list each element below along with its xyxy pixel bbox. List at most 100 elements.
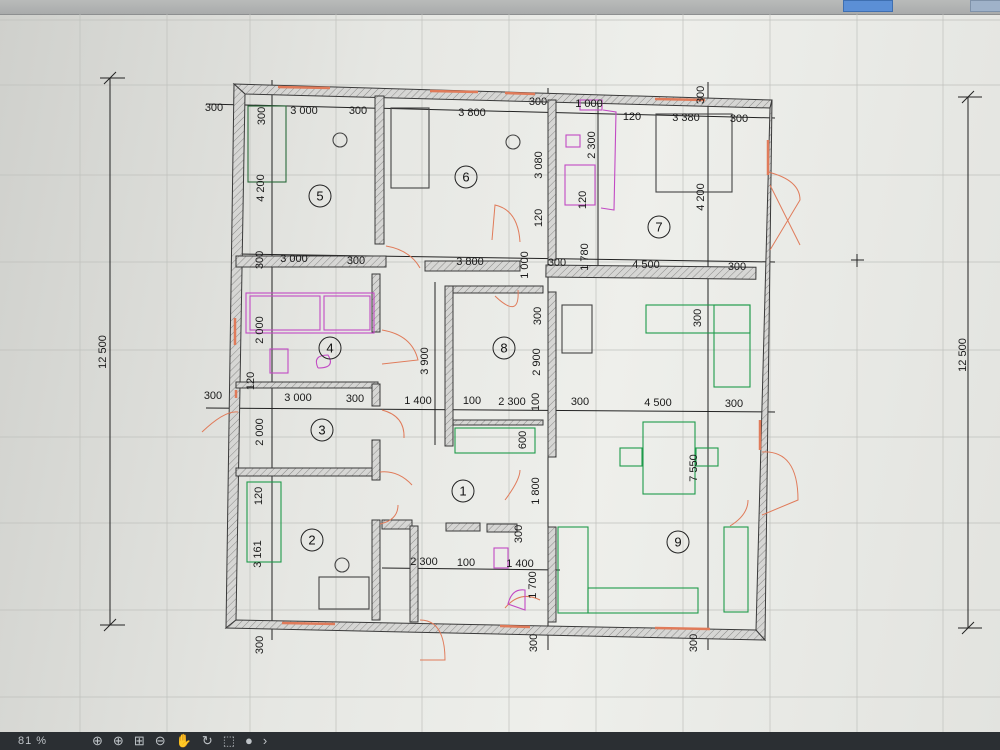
navigation-tools: ⊕ ⊕ ⊞ ⊖ ✋ ↻ ⬚ ● › — [92, 733, 277, 749]
dimension-label: 300 — [256, 107, 268, 125]
room-marker: 8 — [492, 336, 516, 360]
dimension-label: 300 — [205, 102, 223, 114]
dimension-label: 3 161 — [252, 540, 264, 568]
room-number: 3 — [318, 423, 325, 438]
room-number: 2 — [308, 533, 315, 548]
dimension-label: 300 — [725, 398, 743, 410]
dimension-label: 600 — [517, 431, 529, 449]
zoom-out-icon[interactable]: ⊖ — [154, 733, 166, 748]
zoom-window-icon[interactable]: ⊞ — [133, 733, 145, 748]
zoom-in-icon[interactable]: ⊕ — [112, 733, 124, 748]
overall-dimension-right: 12 500 — [957, 338, 969, 372]
dimension-label: 3 900 — [419, 347, 431, 375]
zoom-in-icon[interactable]: ⊕ — [92, 733, 103, 748]
dimension-label: 300 — [254, 251, 266, 269]
room-number-circle — [318, 336, 342, 360]
doors — [201, 171, 801, 661]
interior-walls — [235, 95, 757, 623]
dimension-label: 2 300 — [586, 131, 598, 159]
dimension-label: 300 — [254, 636, 266, 654]
dimension-label: 2 000 — [254, 316, 266, 344]
dimension-label: 300 — [529, 96, 547, 108]
application-top-bar — [0, 0, 1000, 15]
dimension-label: 1 400 — [506, 558, 534, 570]
dimension-label: 300 — [204, 390, 222, 402]
dimension-label: 2 300 — [410, 556, 438, 568]
dimension-label: 300 — [692, 309, 704, 327]
dimension-label: 120 — [533, 209, 545, 227]
dimension-label: 120 — [253, 487, 265, 505]
floor-plan-drawing[interactable]: 1 2 3 4 5 6 7 8 9 300 3 000 300 3 800 300 1 000 120 3 3… — [0, 14, 1000, 732]
dimension-label: 300 — [349, 105, 367, 117]
dimension-label: 3 000 — [284, 392, 312, 404]
dimension-label: 300 — [528, 634, 540, 652]
plumbing-fixtures — [245, 99, 617, 611]
dimension-label: 300 — [571, 396, 589, 408]
zoom-level[interactable]: 81 % — [18, 735, 48, 747]
dimension-label: 1 400 — [404, 395, 432, 407]
dimension-label: 1 800 — [530, 477, 542, 505]
dimension-label: 4 200 — [255, 174, 267, 202]
room-number-circle — [666, 530, 690, 554]
room-marker: 3 — [310, 418, 334, 442]
dimension-label: 3 000 — [280, 253, 308, 265]
status-bar: 81 % ⊕ ⊕ ⊞ ⊖ ✋ ↻ ⬚ ● › — [0, 732, 1000, 750]
room-number: 8 — [500, 341, 507, 356]
room-number-circle — [454, 165, 478, 189]
dimension-label: 1 000 — [519, 251, 531, 279]
dimension-label: 120 — [623, 111, 641, 123]
room-number-circle — [451, 479, 475, 503]
dimension-label: 3 000 — [290, 105, 318, 117]
dimension-label: 300 — [347, 255, 365, 267]
dimension-label: 300 — [695, 86, 707, 104]
room-marker: 6 — [454, 165, 478, 189]
drawing-grid — [0, 14, 1000, 732]
room-number: 5 — [316, 189, 323, 204]
view-icon[interactable]: ● — [245, 733, 253, 748]
dimension-label: 1 000 — [575, 98, 603, 110]
dimension-label: 1 700 — [527, 571, 539, 599]
dimension-labels: 300 3 000 300 3 800 300 1 000 120 3 380 300 3 000… — [204, 86, 748, 654]
dimension-label: 3 800 — [458, 107, 486, 119]
dimension-label: 3 080 — [533, 151, 545, 179]
room-number: 9 — [674, 535, 681, 550]
overall-dimension-left: 12 500 — [97, 335, 109, 369]
room-marker: 4 — [318, 336, 342, 360]
room-number-circle — [647, 215, 671, 239]
dimension-label: 7 550 — [688, 454, 700, 482]
dimension-label: 2 900 — [531, 348, 543, 376]
room-number: 6 — [462, 170, 469, 185]
dimension-label: 300 — [730, 113, 748, 125]
dimension-label: 300 — [728, 261, 746, 273]
dimension-label: 2 300 — [498, 396, 526, 408]
windows — [233, 85, 770, 631]
dimension-label: 4 500 — [632, 259, 660, 271]
zoom-extents-icon[interactable]: ⬚ — [222, 733, 236, 748]
room-number-circle — [300, 528, 324, 552]
dimension-label: 3 380 — [672, 112, 700, 124]
dimension-label: 2 000 — [254, 418, 266, 446]
dimension-label: 300 — [532, 307, 544, 325]
room-number: 7 — [655, 220, 662, 235]
room-markers: 1 2 3 4 5 6 7 8 9 — [300, 165, 690, 554]
dimension-label: 100 — [463, 395, 481, 407]
room-marker: 7 — [647, 215, 671, 239]
room-number: 1 — [459, 484, 466, 499]
dimension-label: 4 500 — [644, 397, 672, 409]
dimension-label: 120 — [577, 191, 589, 209]
dimension-label: 3 800 — [456, 256, 484, 268]
dimension-label: 300 — [688, 634, 700, 652]
furniture — [246, 105, 751, 614]
pan-hand-icon[interactable]: ✋ — [175, 733, 192, 748]
dimension-label: 300 — [548, 257, 566, 269]
dimension-label: 100 — [457, 557, 475, 569]
room-marker: 2 — [300, 528, 324, 552]
dimension-label: 4 200 — [695, 183, 707, 211]
room-number: 4 — [326, 341, 333, 356]
view-arrow-icon[interactable]: › — [262, 733, 268, 748]
toolbar-button[interactable] — [970, 0, 1000, 12]
room-marker: 9 — [666, 530, 690, 554]
toolbar-blue-button[interactable] — [843, 0, 893, 12]
orbit-icon[interactable]: ↻ — [201, 733, 213, 748]
